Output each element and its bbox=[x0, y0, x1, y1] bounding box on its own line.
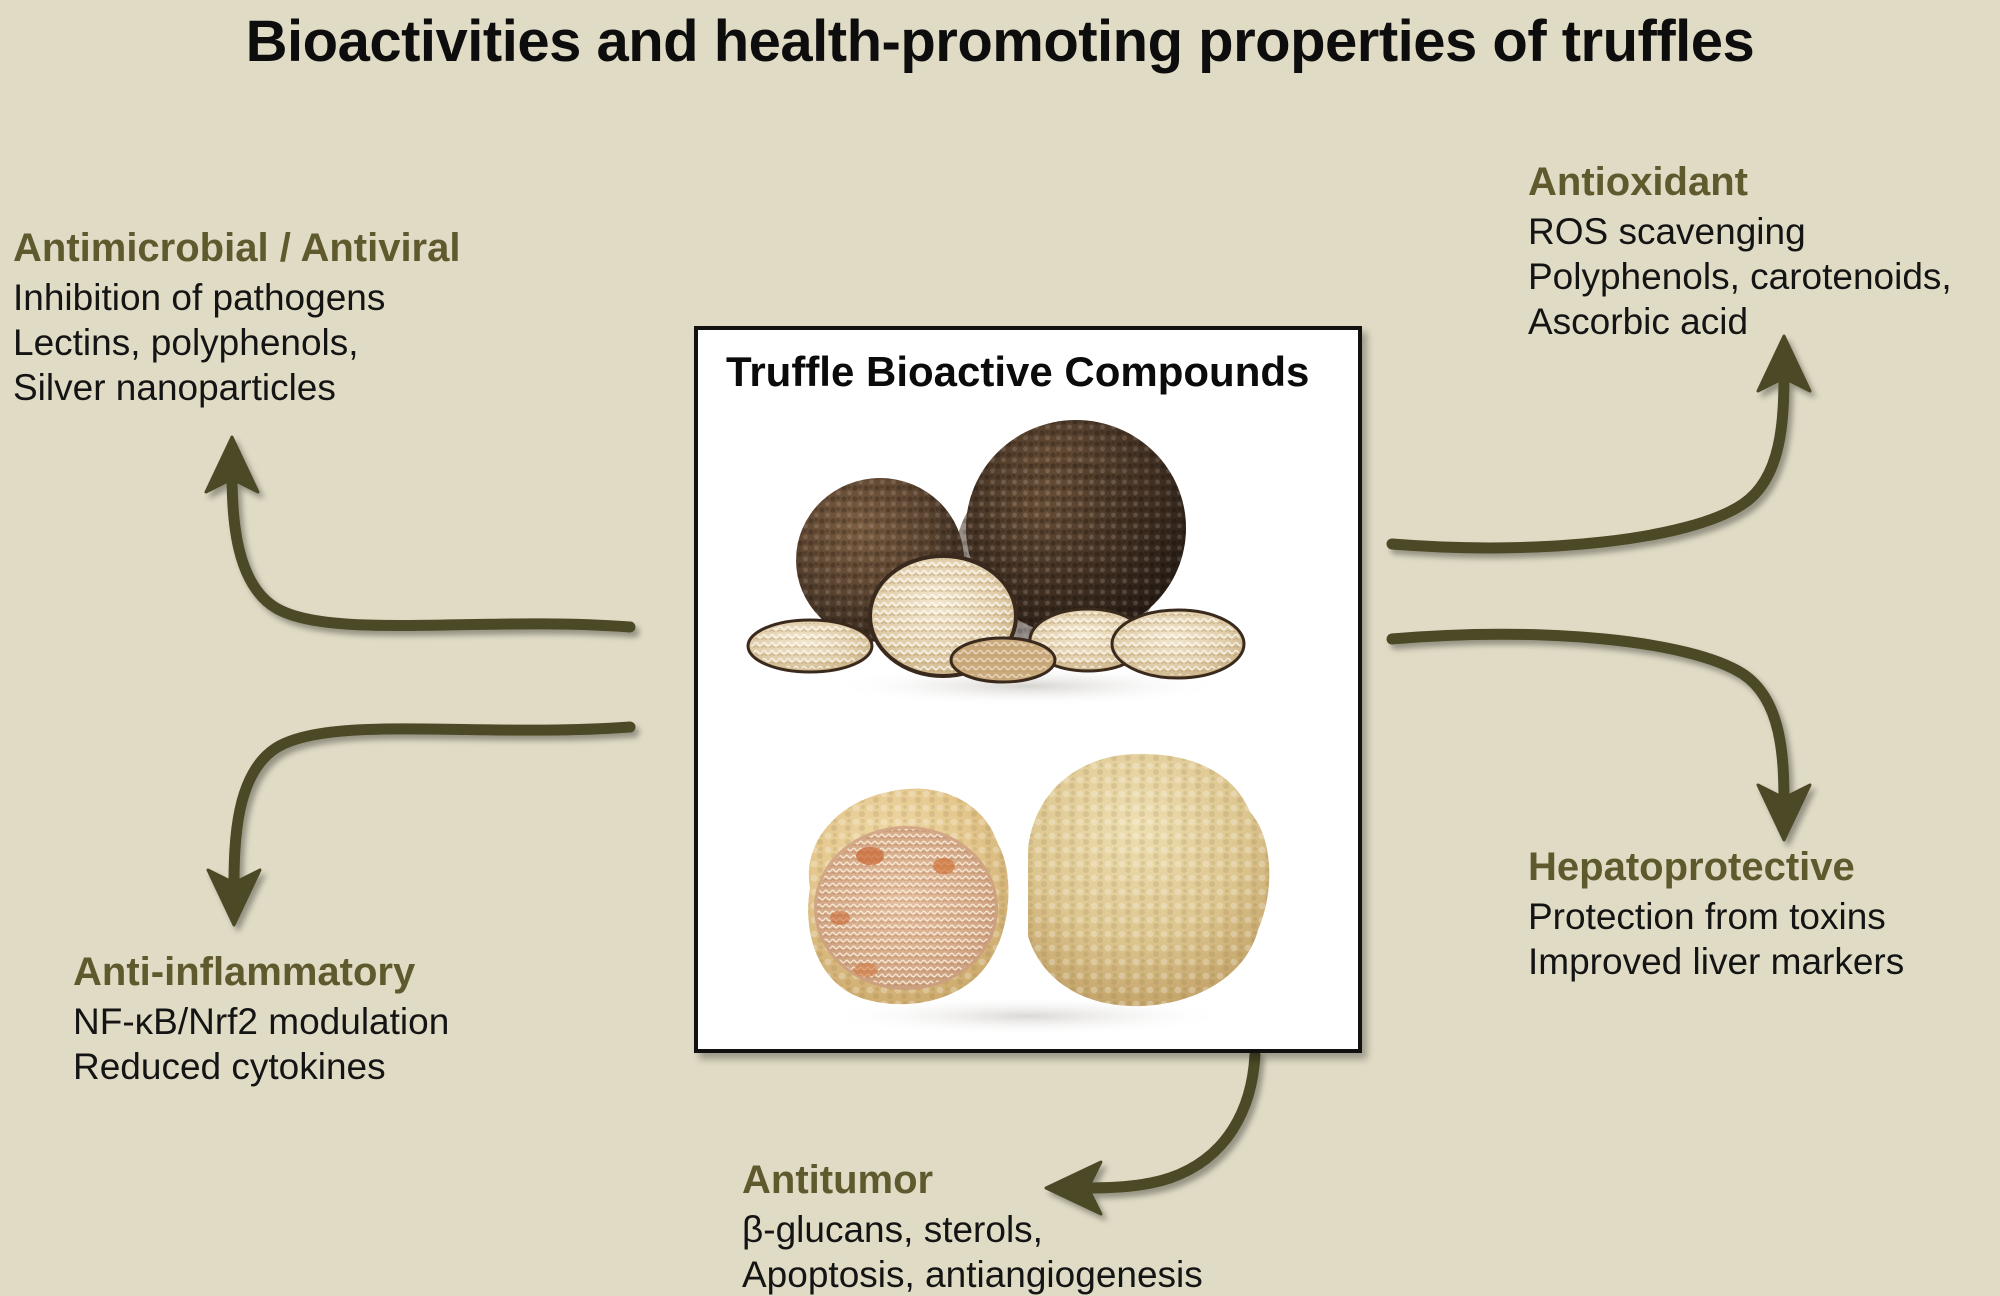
page-title: Bioactivities and health-promoting prope… bbox=[245, 9, 1755, 74]
callout-antiinflammatory-heading: Anti-inflammatory bbox=[73, 950, 416, 994]
white-truffles-photo bbox=[698, 720, 1358, 1049]
callout-antioxidant: Antioxidant ROS scavenging Polyphenols, … bbox=[1528, 160, 1952, 344]
callout-antitumor: Antitumor β-glucans, sterols, Apoptosis,… bbox=[742, 1158, 1203, 1296]
arrow-to-antiinflammatory bbox=[206, 721, 636, 927]
callout-antioxidant-line-3: Ascorbic acid bbox=[1528, 301, 1749, 343]
callout-antitumor-heading: Antitumor bbox=[742, 1158, 934, 1202]
arrow-to-antioxidant bbox=[1386, 334, 1812, 554]
callout-antioxidant-line-2: Polyphenols, carotenoids, bbox=[1528, 255, 1952, 297]
center-panel: Truffle Bioactive Compounds bbox=[694, 326, 1362, 1053]
arrow-to-hepatoprotective bbox=[1386, 628, 1812, 842]
callout-antimicrobial-line-3: Silver nanoparticles bbox=[13, 367, 336, 409]
callout-antimicrobial-heading: Antimicrobial / Antiviral bbox=[13, 226, 461, 270]
callout-antimicrobial-line-2: Lectins, polyphenols, bbox=[13, 321, 359, 363]
callout-antitumor-line-2: Apoptosis, antiangiogenesis bbox=[742, 1253, 1203, 1295]
callout-hepatoprotective-heading: Hepatoprotective bbox=[1528, 845, 1855, 889]
panel-title: Truffle Bioactive Compounds bbox=[726, 348, 1310, 395]
callout-antiinflammatory-line-2: Reduced cytokines bbox=[73, 1045, 386, 1087]
black-truffles-photo bbox=[698, 408, 1358, 718]
arrow-to-antimicrobial bbox=[204, 435, 636, 633]
callout-antitumor-line-1: β-glucans, sterols, bbox=[742, 1208, 1043, 1250]
callout-antioxidant-heading: Antioxidant bbox=[1528, 160, 1748, 204]
callout-hepatoprotective-line-2: Improved liver markers bbox=[1528, 940, 1905, 982]
callout-antiinflammatory: Anti-inflammatory NF-κB/Nrf2 modulation … bbox=[73, 950, 449, 1089]
callout-antimicrobial: Antimicrobial / Antiviral Inhibition of … bbox=[13, 226, 460, 410]
callout-hepatoprotective: Hepatoprotective Protection from toxins … bbox=[1528, 845, 1904, 984]
callout-antimicrobial-line-1: Inhibition of pathogens bbox=[13, 276, 386, 318]
callout-antioxidant-line-1: ROS scavenging bbox=[1528, 210, 1806, 252]
callout-antiinflammatory-line-1: NF-κB/Nrf2 modulation bbox=[73, 1000, 450, 1042]
callout-hepatoprotective-line-1: Protection from toxins bbox=[1528, 895, 1886, 937]
